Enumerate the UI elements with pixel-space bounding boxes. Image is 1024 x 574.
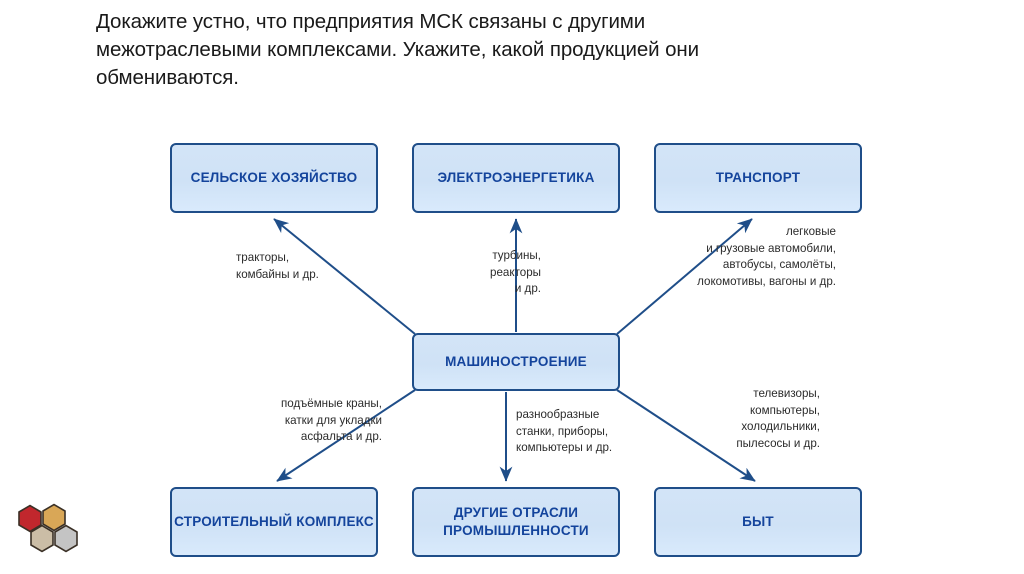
node-agriculture[interactable]: СЕЛЬСКОЕ ХОЗЯЙСТВО <box>170 143 378 213</box>
node-household-label: БЫТ <box>742 514 774 529</box>
node-transport[interactable]: ТРАНСПОРТ <box>654 143 862 213</box>
node-machinery-label: МАШИНОСТРОЕНИЕ <box>445 354 587 369</box>
honeycomb-logo-icon <box>18 503 78 553</box>
node-construction-label: СТРОИТЕЛЬНЫЙ КОМПЛЕКС <box>174 514 374 529</box>
node-power[interactable]: ЭЛЕКТРОЭНЕРГЕТИКА <box>412 143 620 213</box>
edge-label-power: турбины, реакторы и др. <box>490 249 541 295</box>
hexagon-top-left-icon <box>18 504 42 533</box>
edge-label-other-industries: разнообразные станки, приборы, компьютер… <box>516 408 613 454</box>
node-agriculture-label: СЕЛЬСКОЕ ХОЗЯЙСТВО <box>190 170 358 185</box>
edge-label-transport: легковые и грузовые автомобили, автобусы… <box>697 225 836 288</box>
page-title: Докажите устно, что предприятия МСК связ… <box>96 10 699 89</box>
hexagon-top-right-icon <box>42 503 66 532</box>
node-machinery[interactable]: МАШИНОСТРОЕНИЕ <box>412 333 620 391</box>
edge-label-household: телевизоры, компьютеры, холодильники, пы… <box>736 387 820 450</box>
hexagon-bottom-left-icon <box>30 524 54 553</box>
node-other-industries-label: ДРУГИЕ ОТРАСЛИ ПРОМЫШЛЕННОСТИ <box>443 505 589 538</box>
connector-agriculture <box>273 218 416 335</box>
edge-label-agriculture: тракторы, комбайны и др. <box>236 251 319 281</box>
node-transport-label: ТРАНСПОРТ <box>715 170 801 185</box>
hexagon-bottom-right-icon <box>54 524 78 553</box>
node-other-industries[interactable]: ДРУГИЕ ОТРАСЛИ ПРОМЫШЛЕННОСТИ <box>412 487 620 557</box>
node-household[interactable]: БЫТ <box>654 487 862 557</box>
node-construction[interactable]: СТРОИТЕЛЬНЫЙ КОМПЛЕКС <box>170 487 378 557</box>
connector-transport <box>616 218 753 335</box>
connector-household <box>616 389 756 482</box>
edge-label-construction: подъёмные краны, катки для укладки асфал… <box>281 397 382 443</box>
node-power-label: ЭЛЕКТРОЭНЕРГЕТИКА <box>437 170 595 185</box>
connector-construction <box>276 389 416 482</box>
